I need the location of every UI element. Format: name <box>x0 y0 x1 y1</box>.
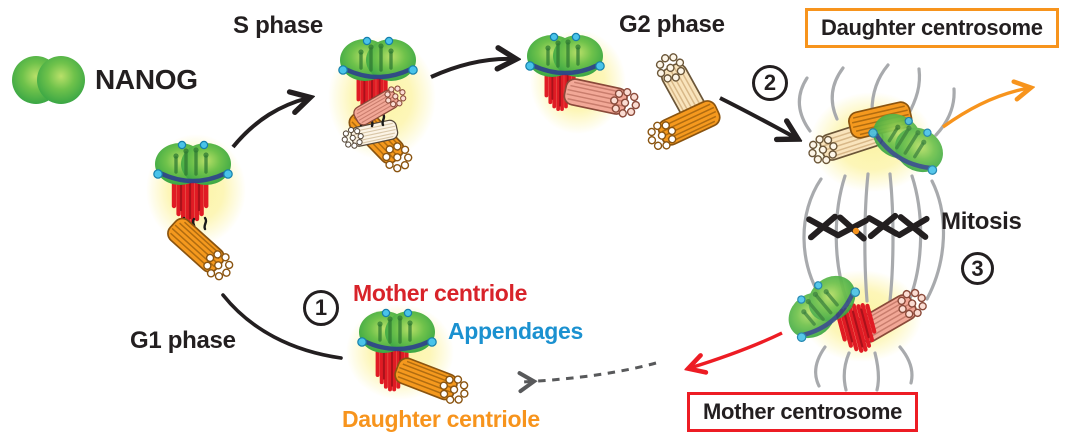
g2-phase-label: G2 phase <box>619 11 725 38</box>
arrow-g2-to-mitosis <box>719 96 796 138</box>
arrow-mother-exit <box>690 331 783 368</box>
arrow-dashed-return <box>517 361 657 394</box>
arc-g1-segment <box>221 293 343 360</box>
s-phase-label: S phase <box>233 12 323 39</box>
arrow-s-to-g2 <box>430 59 514 79</box>
g1-phase-label: G1 phase <box>130 327 236 354</box>
mother-centriole-label: Mother centriole <box>353 280 528 306</box>
pcm-glow-halos <box>146 30 934 400</box>
mitosis-label: Mitosis <box>941 208 1022 235</box>
step-2-badge: 2 <box>752 65 788 101</box>
daughter-centrosome-box: Daughter centrosome <box>805 8 1059 48</box>
arrow-daughter-exit <box>942 88 1029 129</box>
daughter-centriole-label: Daughter centriole <box>342 406 540 432</box>
g2-daughter-centriole-pair <box>641 47 725 156</box>
cycle-arrows <box>221 59 1029 394</box>
step-3-badge: 3 <box>961 252 994 285</box>
metaphase-chromosomes <box>809 216 926 239</box>
appendages-label: Appendages <box>448 318 584 344</box>
nanog-legend-label: NANOG <box>95 64 198 95</box>
step-1-badge: 1 <box>303 290 339 326</box>
kinetochore-dot <box>852 227 860 235</box>
arrow-g1-to-s <box>231 98 308 149</box>
nanog-icon <box>12 56 85 104</box>
mother-centrosome-box: Mother centrosome <box>687 392 919 432</box>
